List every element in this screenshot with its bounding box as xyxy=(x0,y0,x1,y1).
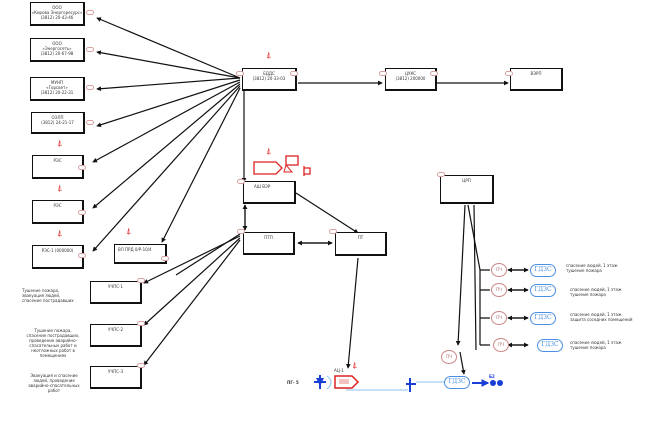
fire-station-node-3[interactable]: ПЧ xyxy=(491,311,507,325)
link-pin-icon xyxy=(86,47,94,52)
dispatch-box-title: ЕДДС xyxy=(263,71,275,76)
antenna-icon: ⍋ xyxy=(57,184,63,194)
org-box-1-name: «Кирова Энергоресурс» xyxy=(31,10,83,15)
org-box-6[interactable]: РЭС xyxy=(32,200,84,224)
org-box-2-name: «Энергосеть» xyxy=(42,46,72,51)
org-box-4-title: ОЭЛП xyxy=(51,115,64,120)
link-pin-icon xyxy=(237,229,245,234)
unit-box-2-title: УЧПС-2 xyxy=(108,327,123,332)
org-box-2[interactable]: ООО «Энергосеть» (3812) 20-67-98 xyxy=(30,38,85,62)
unit-note-1: Тушение пожара, эвакуация людей, спасени… xyxy=(22,288,74,303)
org-box-3-phone: (3812) 20-22-31 xyxy=(40,90,74,95)
antenna-icon: ⍋ xyxy=(352,361,358,371)
link-pin-icon xyxy=(237,179,245,184)
org-box-6-title: РЭС xyxy=(53,203,62,208)
unit-box-1[interactable]: УЧПС-1 xyxy=(90,281,142,304)
unit-note-2: Тушение пожара, спасение пострадавших, п… xyxy=(26,328,80,358)
link-pin-icon xyxy=(137,321,145,326)
ftp-box-title: ПТП xyxy=(264,235,273,240)
ftp-box[interactable]: ПТП xyxy=(243,232,295,255)
antenna-icon: ⍋ xyxy=(57,229,63,239)
link-pin-icon xyxy=(379,71,387,76)
link-pin-icon xyxy=(86,85,94,90)
antenna-icon: ⍋ xyxy=(57,139,63,149)
gdzs-unit-5[interactable]: ГДЗС xyxy=(444,376,470,389)
org-box-3[interactable]: МУНП «Горсвет» (3812) 20-22-31 xyxy=(30,77,85,101)
substation-box-title: ВЛ ПРД 0/Р-10/4 xyxy=(118,247,152,252)
org-box-5[interactable]: РЭС xyxy=(32,155,84,179)
repair-crew-box[interactable]: АШ ВЭР xyxy=(243,181,296,204)
antenna-icon: ⍋ xyxy=(266,147,272,157)
control-center-box-phone: (3812) 200000 xyxy=(395,76,426,81)
org-box-4[interactable]: ОЭЛП (3812) 24-21-17 xyxy=(31,112,85,134)
org-box-3-title: МУНП xyxy=(51,80,63,85)
org-box-2-phone: (3812) 20-67-98 xyxy=(40,51,74,56)
org-box-3-name: «Горсвет» xyxy=(46,85,68,90)
fire-station-node-2[interactable]: ПЧ xyxy=(491,283,507,297)
repair-crew-box-title: АШ ВЭР xyxy=(254,184,271,189)
gdzs-unit-2[interactable]: ГДЗС xyxy=(530,284,556,297)
cpu-box-title: ЦРП xyxy=(462,178,471,183)
fire-station-node-1[interactable]: ПЧ xyxy=(491,263,507,277)
link-pin-icon xyxy=(86,10,94,15)
org-box-4-phone: (3812) 24-21-17 xyxy=(41,120,74,125)
cpu-box[interactable]: ЦРП xyxy=(440,175,494,204)
antenna-icon: ⍋ xyxy=(126,227,132,237)
dispatch-box-phone: (3812) 20-33-03 xyxy=(252,76,286,81)
unit-box-1-title: УЧПС-1 xyxy=(108,284,123,289)
gdzs-note-1: спасение людей, 1 этаж тушение пожара xyxy=(566,263,618,273)
hydrant-label: ПГ- 5 xyxy=(287,380,299,385)
link-pin-icon xyxy=(78,165,86,170)
link-pin-icon xyxy=(505,71,513,76)
org-box-1[interactable]: ООО «Кирова Энергоресурс» (3812) 20-43-4… xyxy=(30,2,85,26)
gdzs-unit-4[interactable]: ГДЗС xyxy=(537,339,563,352)
unit-note-3: Эвакуация и спасение людей, проведение а… xyxy=(28,373,80,393)
dispatch-box[interactable]: ЕДДС (3812) 20-33-03 xyxy=(242,68,297,91)
link-pin-icon xyxy=(78,253,86,258)
org-box-2-title: ООО xyxy=(52,41,62,46)
link-pin-icon xyxy=(161,256,169,261)
unit-box-3-title: УЧПС-3 xyxy=(108,369,123,374)
fire-station-node-5[interactable]: ПЧ xyxy=(441,350,457,364)
fire-station-node-4[interactable]: ПЧ xyxy=(493,338,509,352)
link-pin-icon xyxy=(137,278,145,283)
link-pin-icon xyxy=(86,120,94,125)
link-pin-icon xyxy=(329,229,337,234)
control-center-box[interactable]: ЦУКС (3812) 200000 xyxy=(385,68,437,91)
substation-box[interactable]: ВЛ ПРД 0/Р-10/4 xyxy=(114,244,167,264)
gdzs-note-2: спасение людей, 1 этаж тушение пожара xyxy=(570,287,622,297)
unit-box-3[interactable]: УЧПС-3 xyxy=(90,366,142,389)
pt-box[interactable]: ПТ xyxy=(335,232,387,256)
link-pin-icon xyxy=(437,172,445,177)
pt-box-title: ПТ xyxy=(357,235,364,240)
link-pin-icon xyxy=(137,363,145,368)
truck-label: АЦ-1 xyxy=(334,368,344,373)
link-pin-icon xyxy=(290,71,298,76)
org-box-1-phone: (3812) 20-43-46 xyxy=(40,15,74,20)
org-box-1-title: ООО xyxy=(52,5,62,10)
power-network-box[interactable]: ВЭРП xyxy=(510,68,563,91)
gdzs-note-4: спасение людей, 1 этаж тушение пожара xyxy=(570,340,622,350)
org-box-7[interactable]: РЭС-1 (000000) xyxy=(32,245,84,269)
unit-box-2[interactable]: УЧПС-2 xyxy=(90,324,142,347)
nozzle-label: Б2 xyxy=(489,374,495,379)
control-center-box-title: ЦУКС xyxy=(404,71,417,76)
gdzs-unit-1[interactable]: ГДЗС xyxy=(530,264,556,277)
power-network-box-title: ВЭРП xyxy=(530,71,542,76)
link-pin-icon xyxy=(78,210,86,215)
link-pin-icon xyxy=(236,71,244,76)
antenna-icon: ⍋ xyxy=(266,51,272,61)
link-pin-icon xyxy=(430,71,438,76)
gdzs-unit-3[interactable]: ГДЗС xyxy=(530,312,556,325)
org-box-7-title: РЭС-1 (000000) xyxy=(41,248,74,253)
org-box-5-title: РЭС xyxy=(53,158,62,163)
gdzs-note-3: спасение людей, 1 этаж защита соседних п… xyxy=(570,312,633,322)
